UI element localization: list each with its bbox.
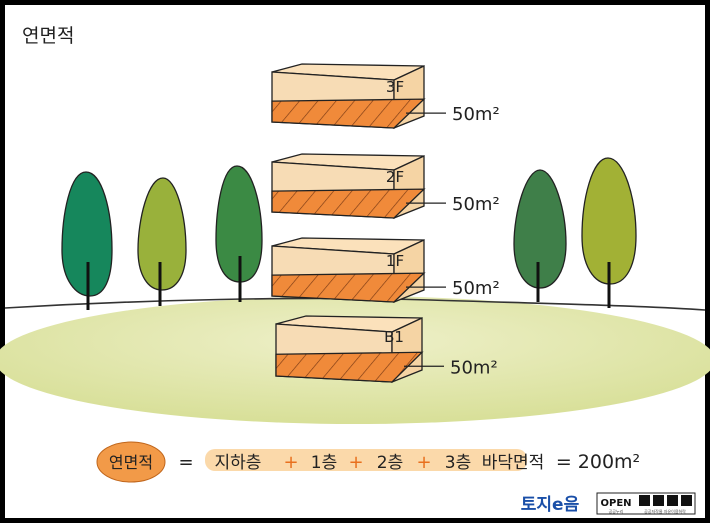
- formula-badge: [96, 441, 166, 483]
- brand-logo: 토지e음: [521, 495, 580, 515]
- formula-equals: =: [178, 452, 193, 473]
- floor-area-1f: 50m²: [452, 278, 500, 299]
- slab-floor-area: [271, 272, 426, 303]
- slab-floor-area: [271, 188, 426, 219]
- floor-area-b1: 50m²: [450, 357, 498, 378]
- floor-label-b1: B1: [384, 328, 404, 346]
- tree-right-2: [581, 157, 637, 308]
- open-license-sublabel: 공공누리: [609, 508, 624, 514]
- license-sublabel: 공공저작물 자유이용허락: [644, 508, 686, 514]
- floor-slab-1f: 1F 50m²: [271, 237, 500, 303]
- floor-area-2f: 50m²: [452, 194, 500, 215]
- formula-suffix: 바닥면적: [482, 453, 545, 473]
- diagram-title: 연면적: [22, 25, 74, 47]
- formula-term-3f: 3층: [445, 453, 471, 473]
- floor-slab-2f: 2F 50m²: [271, 153, 500, 219]
- ground-line: [4, 297, 706, 311]
- floor-label-1f: 1F: [386, 252, 404, 270]
- formula-badge-label: 연면적: [109, 453, 153, 472]
- formula-plus-2: +: [348, 452, 363, 473]
- floor-slab-b1: B1 50m²: [275, 315, 498, 383]
- floor-slabs: 3F 50m² 2F 50m² 1F 50m² B1 50m²: [271, 63, 500, 383]
- tree-right-1: [513, 169, 567, 302]
- floor-label-3f: 3F: [386, 78, 404, 96]
- license-icon-nc: [653, 495, 664, 506]
- formula-row: 연면적 = 지하층 + 1층 + 2층 + 3층 바닥면적 = 200m²: [96, 441, 640, 483]
- formula-plus-3: +: [416, 452, 431, 473]
- open-license-label: OPEN: [600, 498, 631, 509]
- formula-term-basement: 지하층: [215, 453, 262, 473]
- slab-floor-area: [271, 98, 426, 129]
- license-icon-by: [639, 495, 650, 506]
- floor-slab-3f: 3F 50m²: [271, 63, 500, 129]
- license-icon-nd: [667, 495, 678, 506]
- formula-result: = 200m²: [556, 451, 640, 473]
- formula-plus-1: +: [283, 452, 298, 473]
- floor-label-2f: 2F: [386, 168, 404, 186]
- tree-left-2: [137, 177, 187, 306]
- logo-block: 토지e음 OPEN 공공누리 공공저작물 자유이용허락: [521, 492, 696, 515]
- formula-term-1f: 1층: [311, 453, 337, 473]
- formula-highlight: [205, 449, 527, 471]
- tree-left-1: [61, 171, 113, 310]
- slab-floor-area: [275, 351, 424, 383]
- formula-term-2f: 2층: [377, 453, 403, 473]
- open-box: [598, 494, 635, 508]
- tree-left-3: [215, 165, 263, 302]
- license-icon-type: [681, 495, 692, 506]
- floor-area-3f: 50m²: [452, 104, 500, 125]
